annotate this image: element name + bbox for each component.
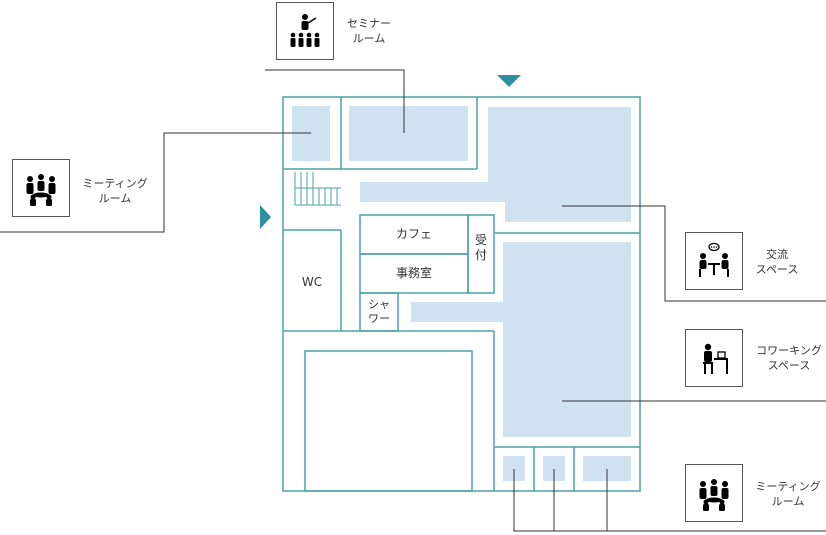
seminar-presenter-icon [290, 14, 320, 47]
zone-seminar-room[interactable] [349, 106, 468, 161]
room-label-reception: 受付 [475, 233, 487, 262]
zone-coworking[interactable] [411, 242, 631, 437]
conversation-icon [699, 242, 729, 277]
staircase [294, 172, 341, 206]
reception-desk[interactable] [467, 214, 495, 294]
room-label-cafe: カフェ [396, 227, 432, 241]
room-label-office: 事務室 [396, 265, 432, 280]
room-label-shower: シャワー [368, 298, 390, 325]
coworking-icon-box [685, 329, 743, 387]
meeting-room-right-icon-box [685, 464, 743, 522]
zone-lounge[interactable] [360, 107, 631, 222]
seminar-room-icon-box [276, 2, 334, 60]
zone-meeting-a[interactable] [503, 456, 525, 481]
meeting-room-left-label: ミーティングルーム [82, 177, 148, 205]
leader-seminar [265, 69, 405, 133]
large-hall[interactable] [304, 350, 473, 492]
zone-meeting-b[interactable] [543, 456, 565, 481]
desk-worker-icon [703, 343, 728, 374]
entrance-arrow-top [497, 75, 521, 87]
entrance-arrow-left [260, 205, 271, 229]
leader-lounge [562, 205, 826, 302]
meeting-group-icon [26, 174, 56, 206]
meeting-room-right-label: ミーティングルーム [755, 480, 821, 508]
shower-room[interactable] [359, 292, 399, 332]
coworking-label: コワーキングスペース [756, 344, 822, 372]
meeting-room-left-icon-box [12, 159, 70, 217]
leader-meeting-left [0, 132, 311, 233]
lounge-label: 交流スペース [755, 248, 799, 276]
seminar-room-label: セミナールーム [347, 17, 391, 45]
leader-meeting-right [513, 469, 826, 532]
room-label-wc: WC [302, 275, 322, 289]
lounge-icon-box [685, 232, 743, 290]
meeting-group-icon [699, 479, 729, 511]
